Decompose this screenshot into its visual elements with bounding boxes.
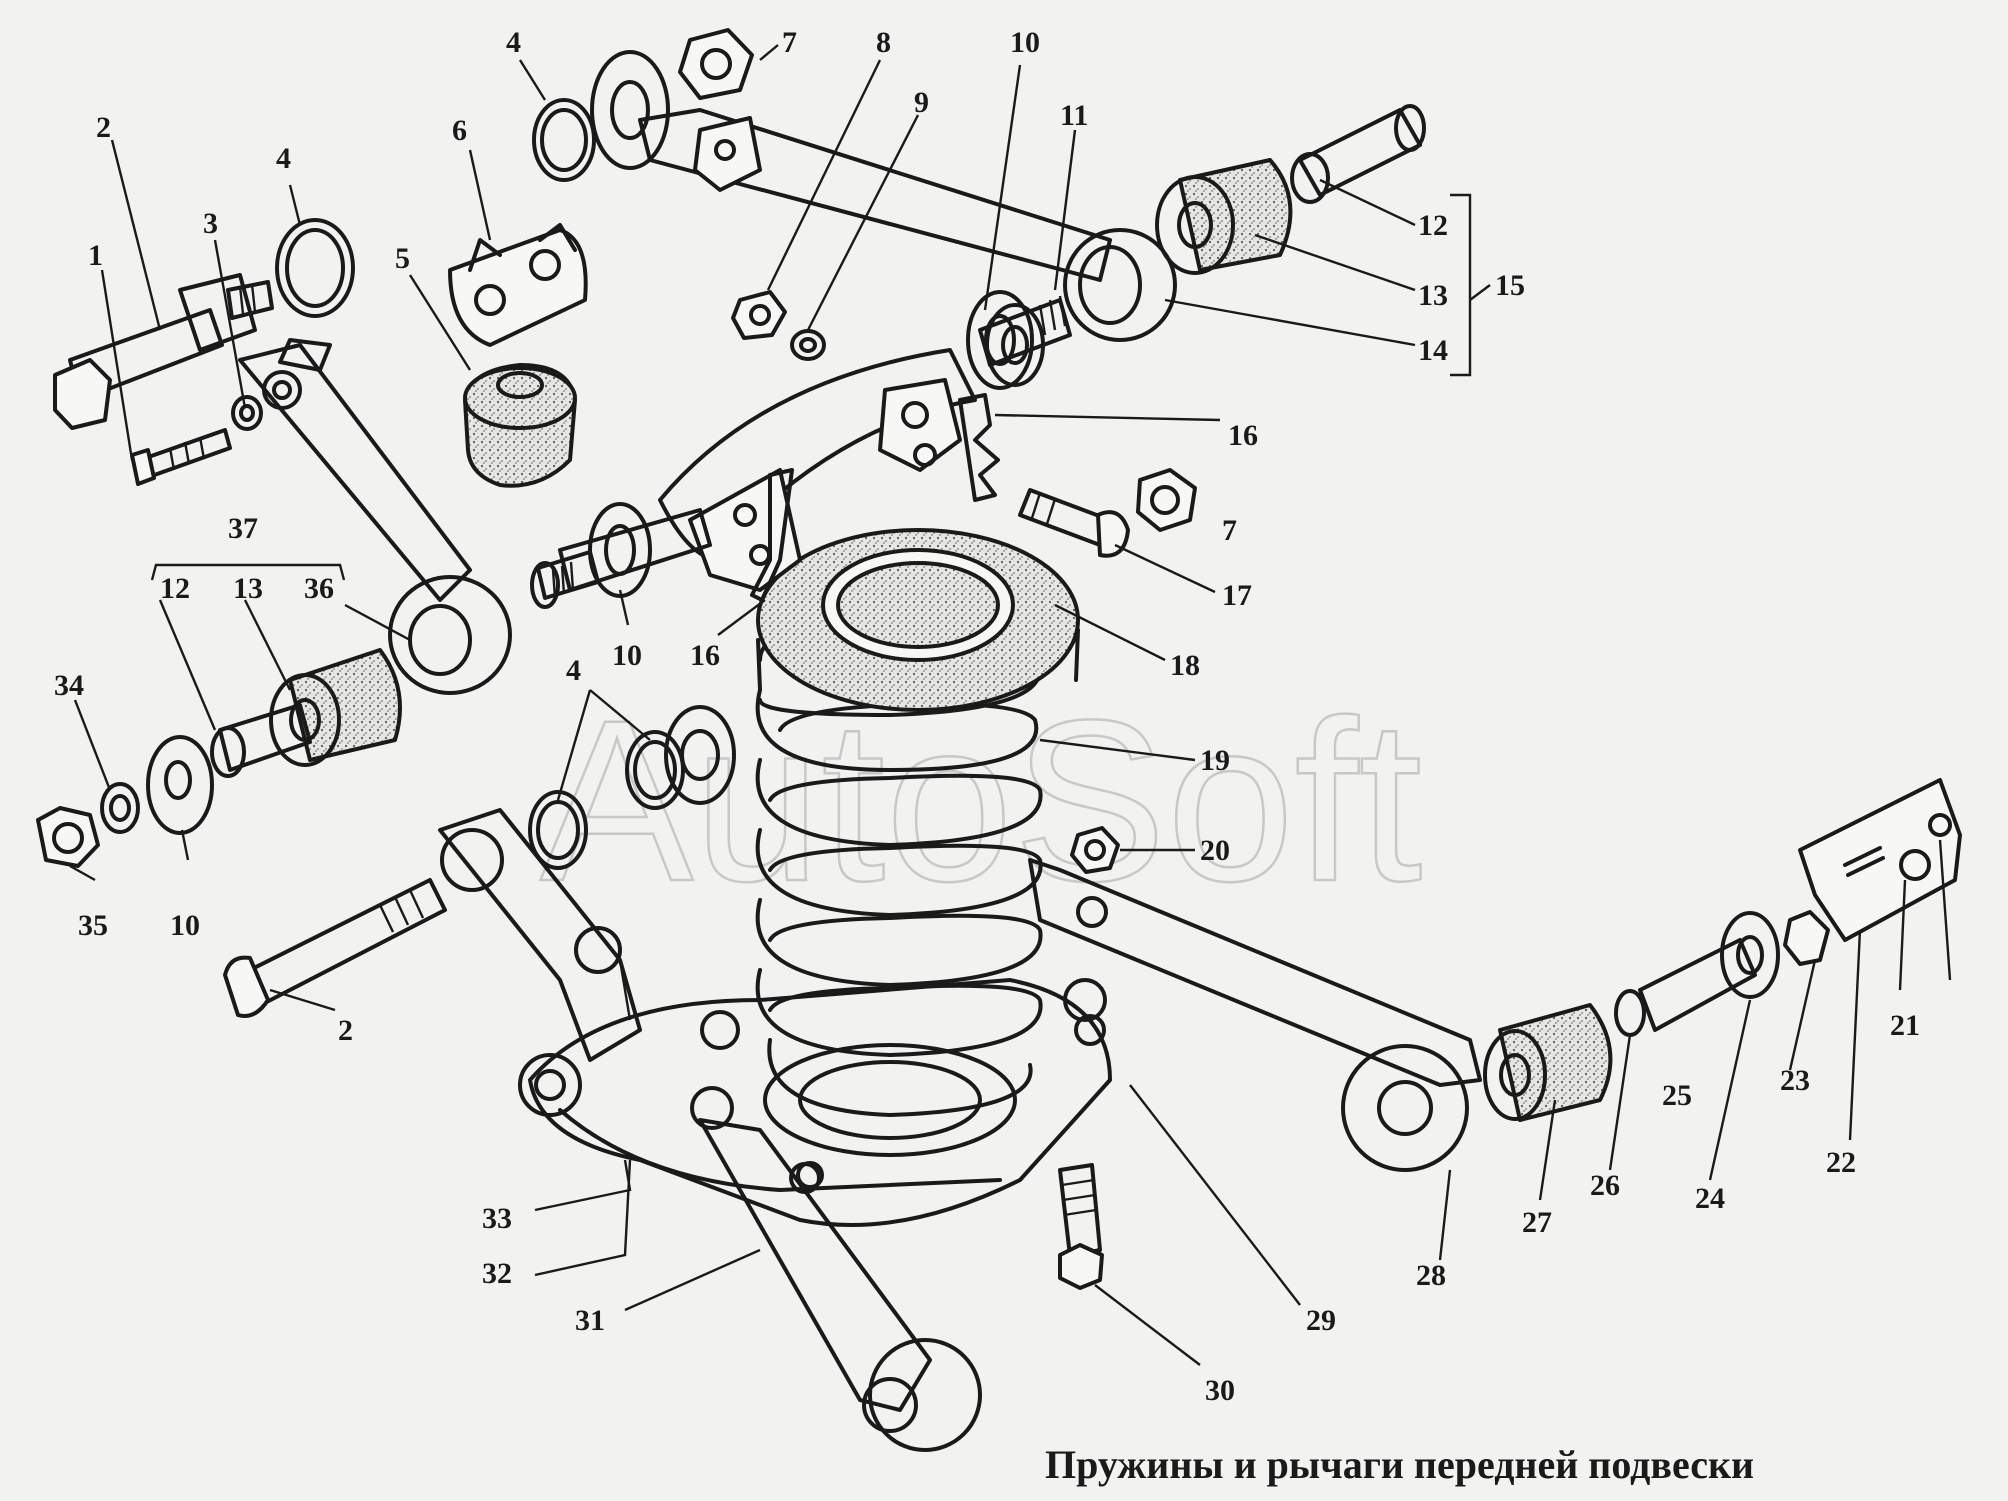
callout-7: 7	[1222, 514, 1237, 547]
leader-lines	[69, 44, 1952, 1366]
diagram-title: Пружины и рычаги передней подвески	[1045, 1442, 1754, 1487]
coil-spring	[755, 528, 1120, 1117]
bolt-30	[1058, 1163, 1104, 1290]
callout-10: 10	[170, 909, 200, 942]
callout-31: 31	[575, 1304, 605, 1337]
left-bushing-stack	[36, 468, 1197, 1018]
callout-9: 9	[914, 86, 929, 119]
callout-8: 8	[876, 26, 891, 59]
callout-20: 20	[1200, 834, 1230, 867]
callout-1: 1	[88, 239, 103, 272]
callout-27: 27	[1522, 1206, 1552, 1239]
callout-34: 34	[54, 669, 84, 702]
callout-4: 4	[566, 654, 581, 687]
callout-13: 13	[233, 572, 263, 605]
callout-25: 25	[1662, 1079, 1692, 1112]
callout-14: 14	[1418, 334, 1448, 367]
callout-33: 33	[482, 1202, 512, 1235]
callout-24: 24	[1695, 1182, 1725, 1215]
callout-2: 2	[96, 111, 111, 144]
callout-2: 2	[338, 1014, 353, 1047]
callout-11: 11	[1060, 99, 1088, 132]
callout-12: 12	[1418, 209, 1448, 242]
callout-4: 4	[506, 26, 521, 59]
lower-arm-assembly	[438, 808, 1482, 1452]
callout-29: 29	[1306, 1304, 1336, 1337]
callout-3: 3	[203, 207, 218, 240]
callout-18: 18	[1170, 649, 1200, 682]
callout-35: 35	[78, 909, 108, 942]
callout-26: 26	[1590, 1169, 1620, 1202]
callout-21: 21	[1890, 1009, 1920, 1042]
callout-36: 36	[304, 572, 334, 605]
callout-7: 7	[782, 26, 797, 59]
callout-labels: 2 1 3 4 5 6 4 7 8 9 10 11 12 13 15 14 16…	[54, 26, 1920, 1407]
right-pivot-assembly	[1483, 778, 1962, 1122]
callout-15: 15	[1495, 269, 1525, 302]
callout-22: 22	[1826, 1146, 1856, 1179]
callout-6: 6	[452, 114, 467, 147]
callout-12: 12	[160, 572, 190, 605]
callout-16: 16	[1228, 419, 1258, 452]
callout-13: 13	[1418, 279, 1448, 312]
callout-37: 37	[228, 512, 258, 545]
callout-10: 10	[612, 639, 642, 672]
callout-5: 5	[395, 242, 410, 275]
upper-arm-assembly	[530, 290, 1072, 609]
left-stabilizer-assembly	[53, 218, 512, 695]
upper-strut-assembly	[532, 28, 1426, 387]
callout-32: 32	[482, 1257, 512, 1290]
callout-4: 4	[276, 142, 291, 175]
bump-stop-bracket	[448, 223, 588, 488]
callout-23: 23	[1780, 1064, 1810, 1097]
callout-17: 17	[1222, 579, 1252, 612]
callout-10: 10	[1010, 26, 1040, 59]
callout-19: 19	[1200, 744, 1230, 777]
callout-30: 30	[1205, 1374, 1235, 1407]
callout-16: 16	[690, 639, 720, 672]
callout-28: 28	[1416, 1259, 1446, 1292]
